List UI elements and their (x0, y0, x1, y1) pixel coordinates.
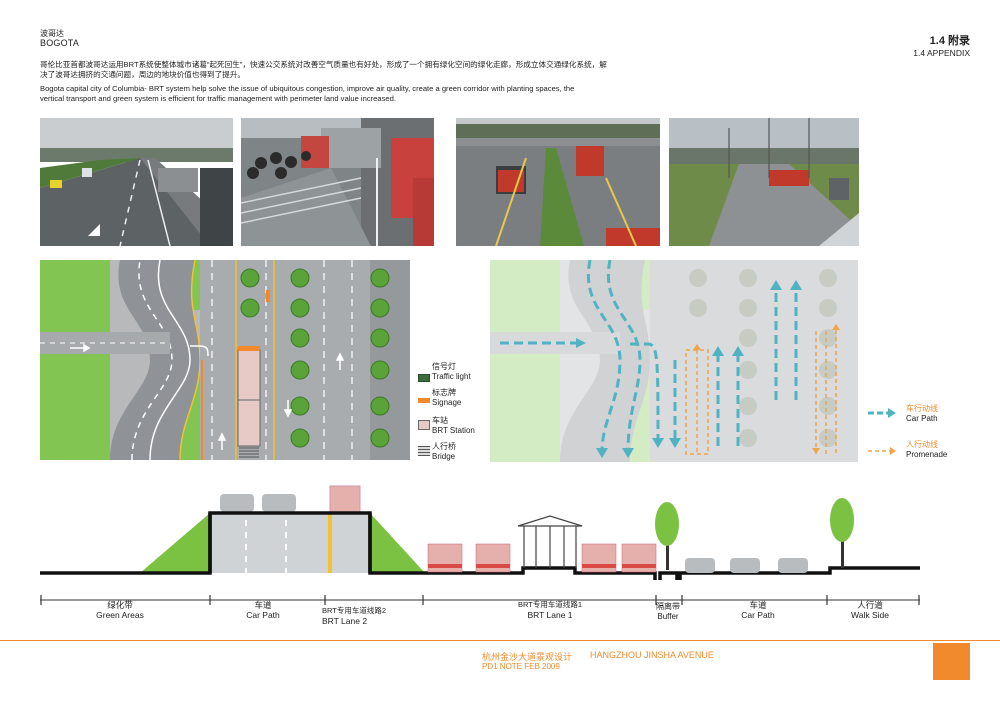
legend-signage-cn: 标志牌 (432, 388, 456, 397)
legend-car-path-cn: 车行动线 (906, 404, 938, 413)
footer-project-en: HANGZHOU JINSHA AVENUE (590, 650, 714, 660)
photo-brt-overpass (456, 118, 660, 246)
cross-section-diagram (40, 480, 920, 585)
legend-bridge-cn: 人行桥 (432, 442, 456, 451)
plan-diagram-features (40, 259, 410, 461)
legend-station-en: BRT Station (432, 426, 475, 435)
photo-brt-highway (40, 118, 233, 246)
legend-paths: 车行动线 Car Path 人行动线 Promenade (868, 404, 958, 464)
footer-project-cn: 杭州金沙大道景观设计 (482, 652, 573, 662)
legend-traffic-light-en: Traffic light (432, 372, 471, 381)
section-title: 1.4 附录 (929, 35, 970, 47)
dimension-line (40, 592, 920, 605)
legend-bridge-en: Bridge (432, 452, 456, 461)
station-icon (418, 420, 430, 430)
photo-brt-station-crowd (241, 118, 434, 246)
bridge-icon (418, 446, 430, 456)
legend-features: 信号灯 Traffic light 标志牌 Signage 车站 BRT Sta… (418, 362, 478, 462)
legend-station-cn: 车站 (432, 416, 448, 425)
description-en: Bogota capital city of Columbia- BRT sys… (40, 84, 575, 103)
footer-divider (0, 640, 1000, 641)
description-cn: 哥伦比亚首都波哥达运用BRT系统使整体城市诸葛“起死回生”，快速公交系统对改善空… (40, 60, 607, 79)
legend-promenade-en: Promenade (906, 450, 948, 459)
traffic-light-icon (418, 374, 430, 382)
footer-accent-block (933, 643, 970, 680)
photo-brt-station-green (669, 118, 859, 246)
legend-traffic-light-cn: 信号灯 (432, 362, 456, 371)
footer-code: PD1 NOTE FEB 2009 (482, 662, 560, 671)
legend-car-path-en: Car Path (906, 414, 938, 423)
legend-promenade-cn: 人行动线 (906, 440, 938, 449)
signage-icon (418, 398, 430, 403)
car-path-arrow-icon (868, 408, 896, 418)
city-name-en: BOGOTA (40, 38, 80, 48)
plan-diagram-paths (490, 259, 858, 462)
city-name-cn: 波哥达 (40, 29, 64, 38)
section-subtitle: 1.4 APPENDIX (913, 48, 970, 58)
legend-signage-en: Signage (432, 398, 462, 407)
promenade-arrow-icon (868, 447, 896, 455)
